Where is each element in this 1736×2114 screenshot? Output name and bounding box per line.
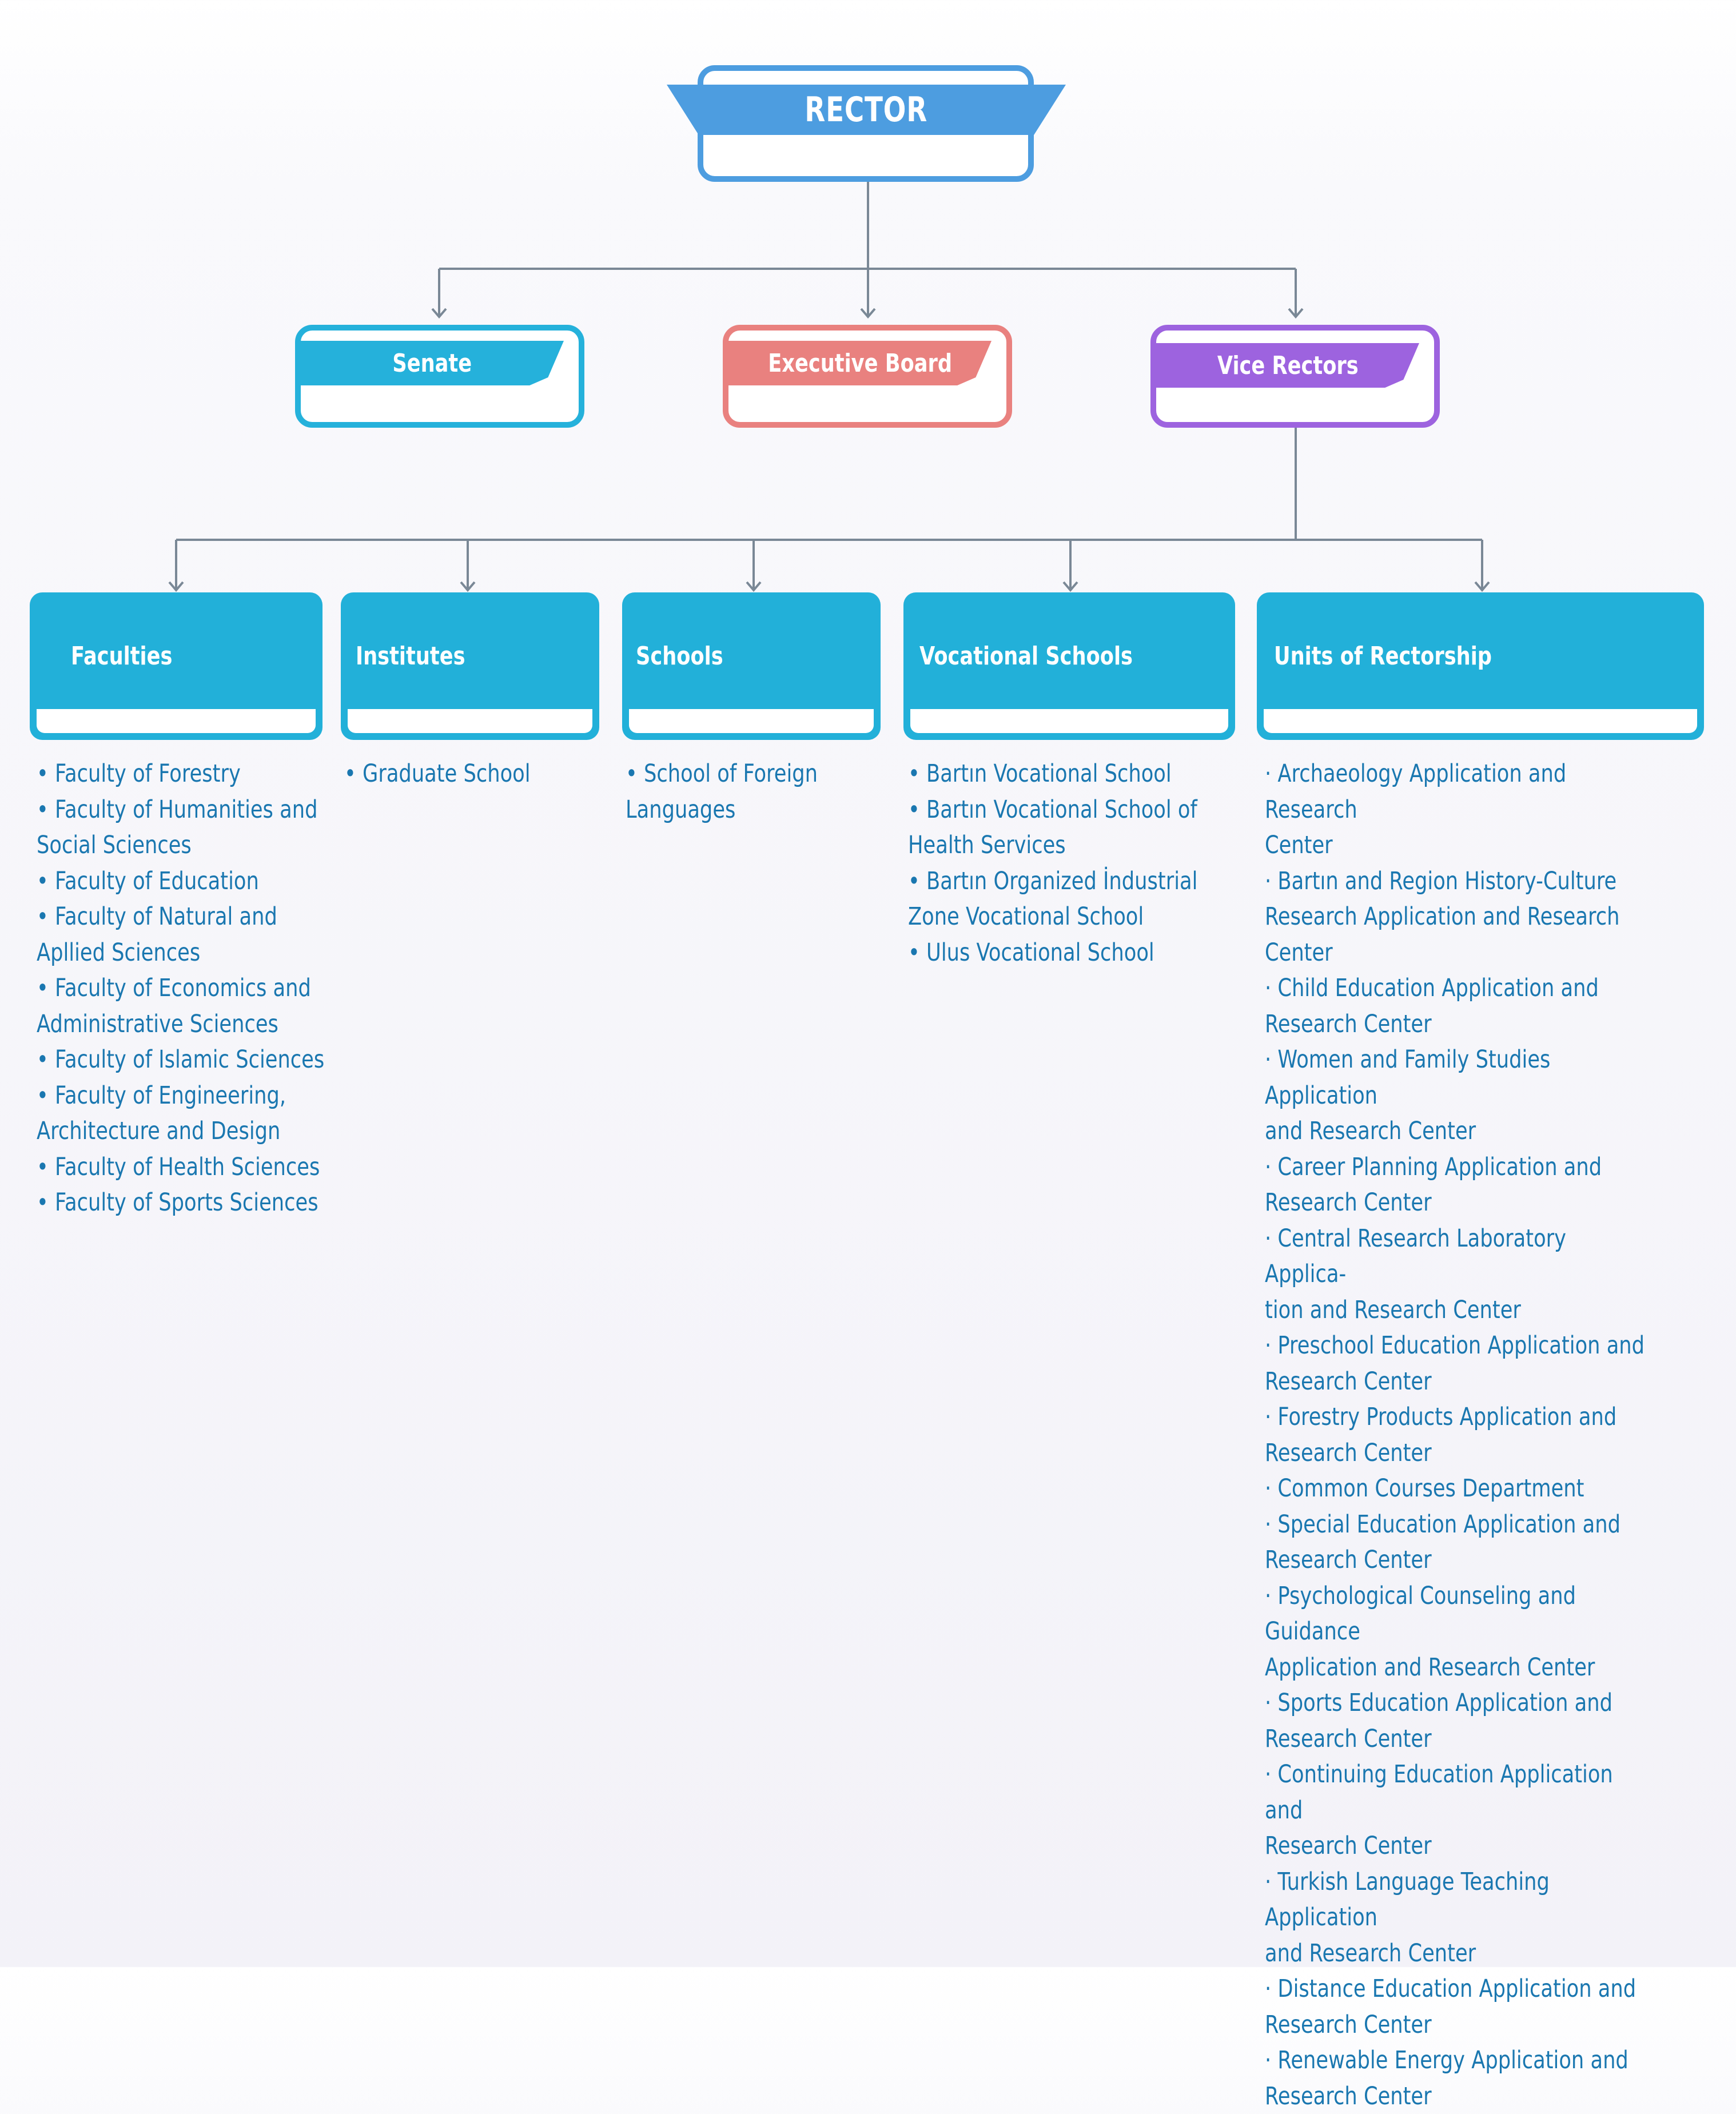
list-item: • Faculty of Forestry: [37, 756, 324, 792]
vocational-schools-title: Vocational Schools: [919, 642, 1133, 671]
faculties-list: • Faculty of Forestry• Faculty of Humani…: [37, 756, 324, 1221]
units-of-rectorship-node: Units of Rectorship: [1257, 592, 1704, 740]
rector-banner: RECTOR: [667, 85, 1066, 135]
list-item: · Special Education Application and: [1265, 1507, 1651, 1543]
rector-title: RECTOR: [805, 90, 928, 130]
list-item: Center: [1265, 827, 1651, 863]
institutes-list: • Graduate School: [344, 756, 531, 792]
list-item: Research Center: [1265, 1006, 1651, 1042]
list-item: • Faculty of Education: [37, 863, 324, 899]
list-item: Research Center: [1265, 1185, 1651, 1221]
list-item: and Research Center: [1265, 1936, 1651, 1972]
list-item: Administrative Sciences: [37, 1006, 324, 1042]
list-item: · Archaeology Application and Research: [1265, 756, 1651, 827]
list-item: · Women and Family Studies Application: [1265, 1042, 1651, 1113]
list-item: Center: [1265, 935, 1651, 971]
list-item: Research Center: [1265, 1435, 1651, 1471]
units-of-rectorship-node-footer: [1264, 709, 1697, 733]
faculties-title: Faculties: [71, 642, 172, 671]
schools-node-footer: [629, 709, 874, 733]
vocational-schools-node: Vocational Schools: [903, 592, 1235, 740]
list-item: Languages: [626, 792, 818, 828]
list-item: • Ulus Vocational School: [908, 935, 1197, 971]
list-item: • Graduate School: [344, 756, 531, 792]
list-item: · Distance Education Application and: [1265, 1971, 1651, 2007]
vice-rectors-banner: Vice Rectors: [1156, 343, 1419, 388]
list-item: • Faculty of Engineering,: [37, 1078, 324, 1114]
list-item: · Forestry Products Application and: [1265, 1399, 1651, 1435]
list-item: · Career Planning Application and: [1265, 1149, 1651, 1185]
list-item: • Faculty of Humanities and: [37, 792, 324, 828]
list-item: Research Center: [1265, 2007, 1651, 2043]
senate-title: Senate: [393, 349, 472, 378]
vocational-schools-node-footer: [910, 709, 1228, 733]
list-item: · Turkish Language Teaching Application: [1265, 1864, 1651, 1936]
executive-board-banner: Executive Board: [728, 341, 992, 385]
faculties-node-footer: [37, 709, 316, 733]
list-item: Research Center: [1265, 1828, 1651, 1864]
list-item: Research Center: [1265, 1721, 1651, 1757]
list-item: • Faculty of Sports Sciences: [37, 1185, 324, 1221]
units-of-rectorship-title: Units of Rectorship: [1274, 642, 1492, 671]
faculties-node: Faculties: [30, 592, 322, 740]
vice-rectors-title: Vice Rectors: [1217, 351, 1359, 380]
list-item: Zone Vocational School: [908, 899, 1197, 935]
list-item: • Faculty of Natural and: [37, 899, 324, 935]
list-item: Research Center: [1265, 2079, 1651, 2114]
institutes-title: Institutes: [356, 642, 465, 671]
list-item: Research Center: [1265, 1542, 1651, 1578]
list-item: Research Application and Research: [1265, 899, 1651, 935]
list-item: · Psychological Counseling and Guidance: [1265, 1578, 1651, 1650]
list-item: • Bartın Vocational School of: [908, 792, 1197, 828]
list-item: • Bartın Vocational School: [908, 756, 1197, 792]
list-item: and Research Center: [1265, 1113, 1651, 1149]
list-item: · Common Courses Department: [1265, 1471, 1651, 1507]
institutes-node: Institutes: [341, 592, 599, 740]
list-item: · Child Education Application and: [1265, 970, 1651, 1006]
list-item: Social Sciences: [37, 827, 324, 863]
schools-node: Schools: [622, 592, 881, 740]
senate-banner: Senate: [301, 341, 564, 385]
list-item: Apllied Sciences: [37, 935, 324, 971]
list-item: • Faculty of Islamic Sciences: [37, 1042, 324, 1078]
list-item: tion and Research Center: [1265, 1292, 1651, 1328]
executive-board-title: Executive Board: [768, 349, 952, 378]
list-item: · Central Research Laboratory Applica-: [1265, 1221, 1651, 1292]
list-item: · Preschool Education Application and: [1265, 1328, 1651, 1364]
list-item: Health Services: [908, 827, 1197, 863]
list-item: · Bartın and Region History-Culture: [1265, 863, 1651, 899]
list-item: • Faculty of Economics and: [37, 970, 324, 1006]
vocational-schools-list: • Bartın Vocational School• Bartın Vocat…: [908, 756, 1197, 970]
institutes-node-footer: [348, 709, 592, 733]
list-item: • Faculty of Health Sciences: [37, 1149, 324, 1185]
list-item: · Renewable Energy Application and: [1265, 2043, 1651, 2079]
list-item: • School of Foreign: [626, 756, 818, 792]
list-item: · Sports Education Application and: [1265, 1685, 1651, 1721]
list-item: · Continuing Education Application and: [1265, 1757, 1651, 1828]
list-item: Application and Research Center: [1265, 1650, 1651, 1686]
schools-title: Schools: [636, 642, 723, 671]
list-item: • Bartın Organized İndustrial: [908, 863, 1197, 899]
list-item: Research Center: [1265, 1364, 1651, 1400]
list-item: Architecture and Design: [37, 1113, 324, 1149]
